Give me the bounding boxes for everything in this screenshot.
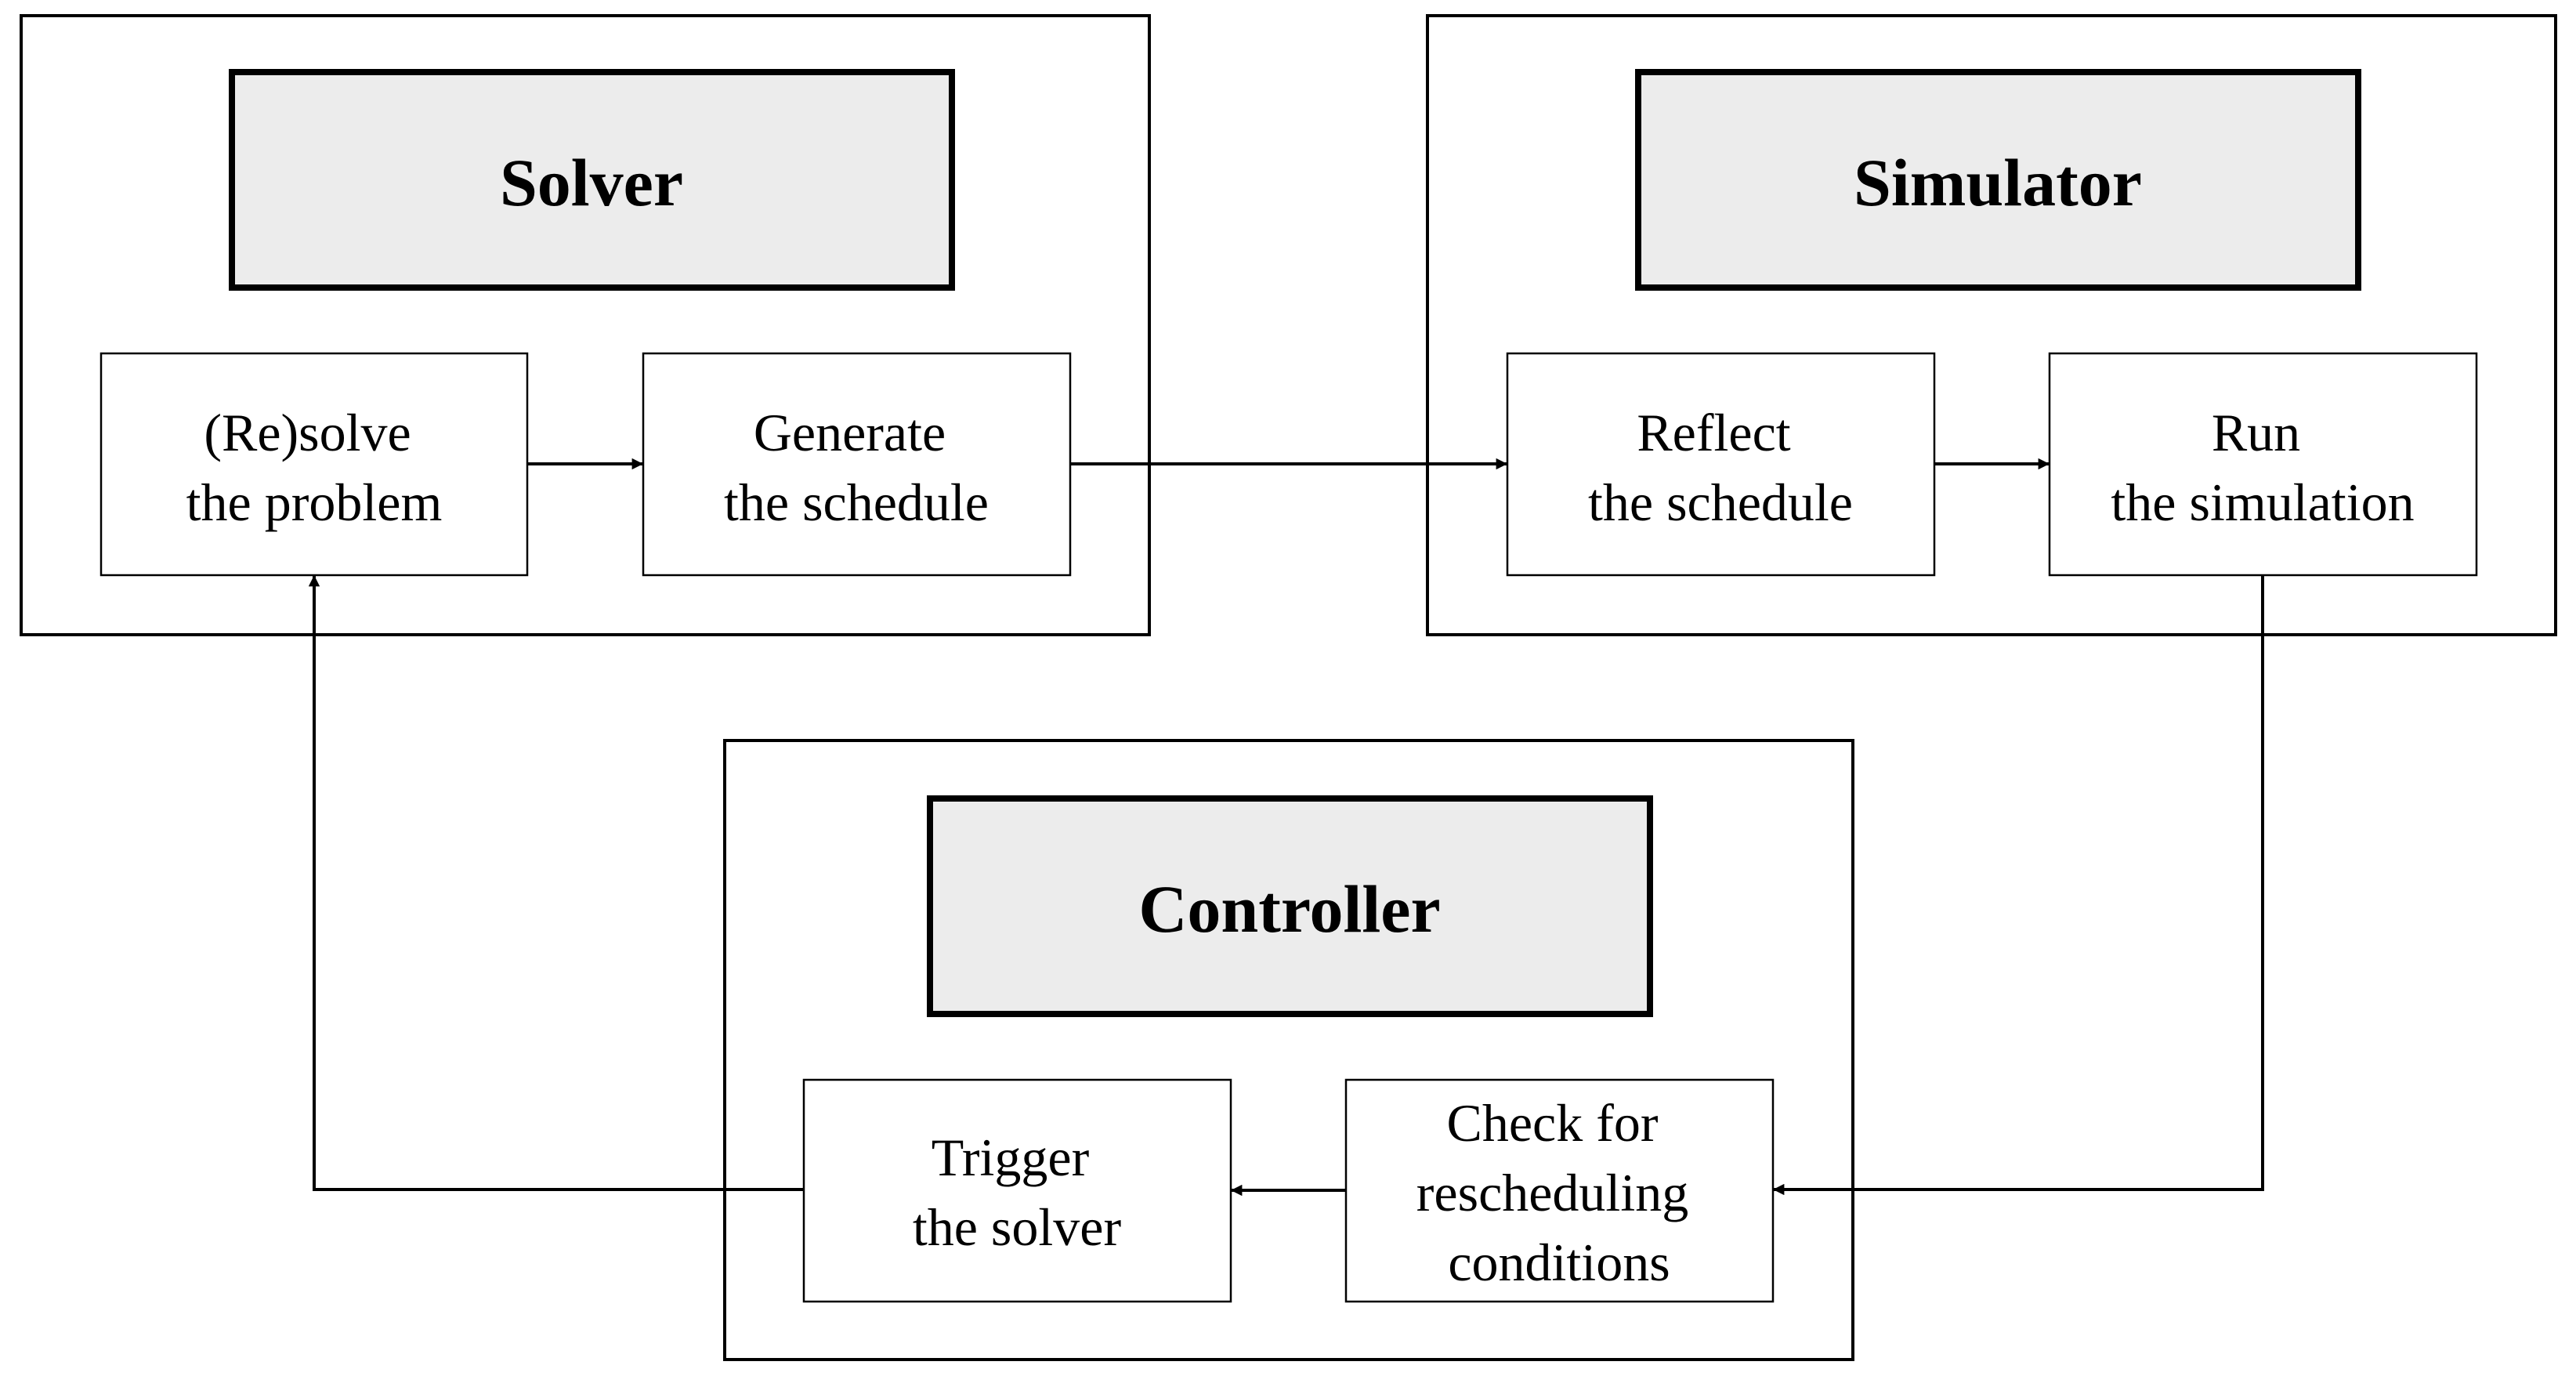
solver-header-box	[229, 69, 955, 291]
generate-schedule-line-1: Generate	[754, 403, 946, 462]
generate-schedule-box	[642, 352, 1072, 577]
controller-module: Controller Trigger the solver Check for …	[723, 739, 1854, 1361]
solver-title: Solver	[500, 145, 683, 220]
trigger-solver-box	[802, 1078, 1232, 1303]
check-rescheduling-step: Check for rescheduling conditions	[1344, 1078, 1775, 1303]
run-simulation-box	[2048, 352, 2478, 577]
check-rescheduling-line-3: conditions	[1448, 1233, 1670, 1292]
check-rescheduling-label: Check for rescheduling conditions	[1416, 1093, 1702, 1292]
generate-schedule-step: Generate the schedule	[642, 352, 1072, 577]
reflect-schedule-label: Reflect the schedule	[1588, 403, 1853, 532]
run-simulation-line-1: Run	[2212, 403, 2300, 462]
reflect-schedule-line-2: the schedule	[1588, 473, 1853, 532]
trigger-to-resolve-arrow	[308, 575, 804, 1191]
solver-module: Solver (Re)solve the problem Generate th…	[20, 14, 1151, 636]
resolve-problem-box	[99, 352, 529, 577]
check-rescheduling-line-1: Check for	[1446, 1093, 1658, 1153]
resolve-problem-label: (Re)solve the problem	[186, 403, 443, 532]
check-rescheduling-line-2: rescheduling	[1416, 1163, 1688, 1222]
check-rescheduling-box	[1344, 1078, 1775, 1303]
simulator-header-box	[1635, 69, 2361, 291]
run-simulation-line-2: the simulation	[2111, 473, 2414, 532]
generate-schedule-line-2: the schedule	[724, 473, 989, 532]
reflect-schedule-box	[1506, 352, 1936, 577]
trigger-solver-line-1: Trigger	[932, 1128, 1090, 1187]
run-to-check-arrow	[1773, 575, 2264, 1196]
reflect-schedule-line-1: Reflect	[1637, 403, 1790, 462]
generate-schedule-label: Generate the schedule	[724, 403, 989, 532]
trigger-solver-label: Trigger the solver	[913, 1128, 1122, 1257]
controller-header-box	[927, 795, 1653, 1017]
simulator-title: Simulator	[1854, 145, 2142, 220]
controller-title: Controller	[1138, 871, 1440, 947]
resolve-problem-step: (Re)solve the problem	[99, 352, 529, 577]
reflect-schedule-step: Reflect the schedule	[1506, 352, 1936, 577]
run-simulation-step: Run the simulation	[2048, 352, 2478, 577]
run-simulation-label: Run the simulation	[2111, 403, 2414, 532]
resolve-problem-line-2: the problem	[186, 473, 443, 532]
simulator-module: Simulator Reflect the schedule Run the s…	[1426, 14, 2557, 636]
resolve-problem-line-1: (Re)solve	[204, 403, 411, 462]
trigger-solver-line-2: the solver	[913, 1197, 1122, 1257]
trigger-solver-step: Trigger the solver	[802, 1078, 1232, 1303]
